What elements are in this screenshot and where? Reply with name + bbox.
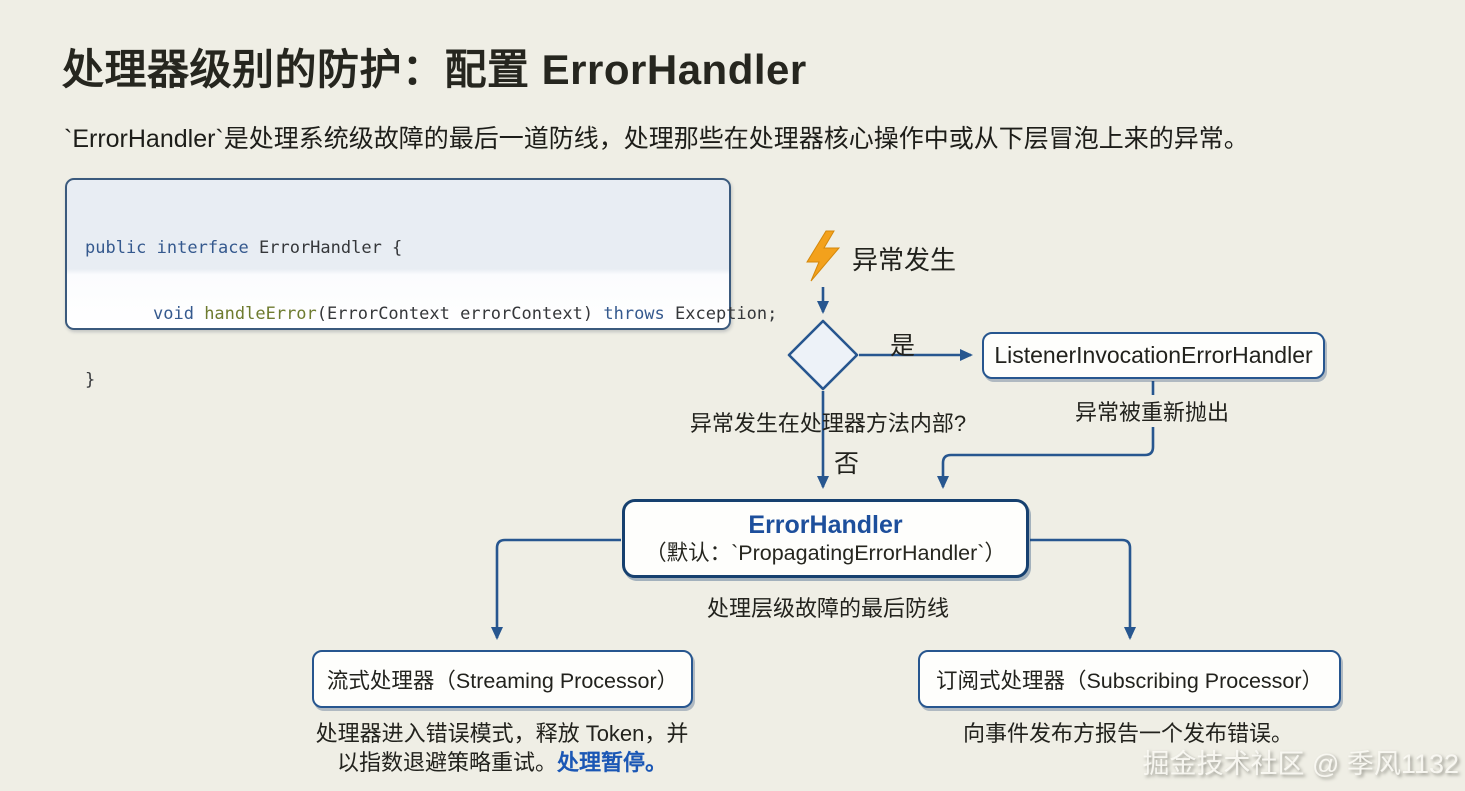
arrow-errorhandler-to-streaming — [491, 538, 621, 640]
decision-diamond — [787, 319, 859, 391]
subscribing-caption: 向事件发布方报告一个发布错误。 — [962, 721, 1294, 746]
error-handler-caption: 处理层级故障的最后防线 — [706, 596, 950, 621]
code-keyword: public interface — [85, 238, 259, 258]
page-title: 处理器级别的防护：配置 ErrorHandler — [62, 46, 807, 93]
streaming-processor-box: 流式处理器（Streaming Processor） — [312, 650, 693, 708]
page-subtitle: `ErrorHandler`是处理系统级故障的最后一道防线，处理那些在处理器核心… — [64, 125, 1249, 153]
subscribing-box-label: 订阅式处理器（Subscribing Processor） — [935, 668, 1324, 693]
listener-box-label: ListenerInvocationErrorHandler — [994, 342, 1313, 368]
code-keyword: throws — [603, 304, 665, 324]
error-handler-box: ErrorHandler （默认：`PropagatingErrorHandle… — [622, 499, 1029, 578]
listener-invocation-error-handler-box: ListenerInvocationErrorHandler — [982, 332, 1325, 379]
lightning-icon — [806, 230, 841, 282]
code-line: void handleError(ErrorContext errorConte… — [85, 303, 777, 325]
arrow-errorhandler-to-subscribing — [1030, 538, 1136, 640]
processing-paused-highlight: 处理暂停。 — [556, 750, 668, 775]
streaming-caption-line2: 以指数退避策略重试。处理暂停。 — [316, 748, 689, 777]
yes-branch-label: 是 — [890, 332, 916, 360]
error-handler-title: ErrorHandler — [748, 511, 903, 540]
code-text: ErrorHandler { — [259, 238, 403, 258]
streaming-caption-line2-text: 以指数退避策略重试。 — [336, 750, 557, 775]
code-text: Exception; — [664, 304, 778, 324]
code-keyword: void — [153, 304, 205, 324]
rethrow-caption: 异常被重新抛出 — [1068, 395, 1236, 427]
error-handler-subtitle: （默认：`PropagatingErrorHandler`） — [645, 540, 1006, 565]
watermark: 掘金技术社区 @ 季风1132 — [1142, 749, 1459, 779]
streaming-caption: 处理器进入错误模式，释放 Token，并 以指数退避策略重试。处理暂停。 — [316, 719, 689, 777]
code-line: public interface ErrorHandler { — [85, 237, 711, 259]
code-line: } — [85, 369, 711, 391]
code-function-name: handleError — [204, 304, 317, 324]
code-text: (ErrorContext errorContext) — [316, 304, 604, 324]
code-block: public interface ErrorHandler { void han… — [65, 178, 777, 390]
streaming-box-label: 流式处理器（Streaming Processor） — [326, 668, 679, 693]
streaming-caption-line1: 处理器进入错误模式，释放 Token，并 — [315, 721, 689, 746]
decision-question-label: 异常发生在处理器方法内部? — [689, 411, 967, 436]
exception-occurs-label: 异常发生 — [852, 245, 957, 275]
no-branch-label: 否 — [834, 450, 860, 478]
subscribing-processor-box: 订阅式处理器（Subscribing Processor） — [918, 650, 1341, 708]
code-text: } — [85, 370, 96, 390]
